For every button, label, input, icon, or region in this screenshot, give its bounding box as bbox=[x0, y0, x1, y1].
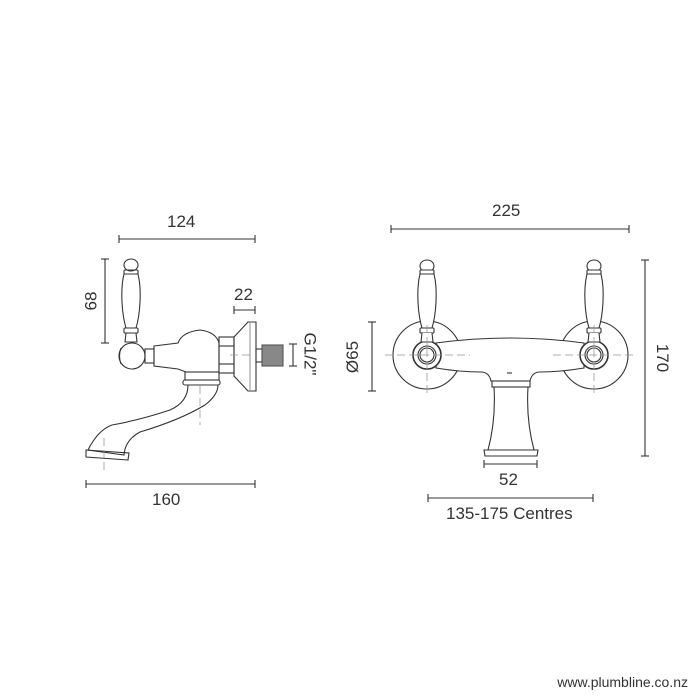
side-view-drawing bbox=[85, 235, 297, 488]
dim-line-centres bbox=[427, 494, 594, 502]
ball-joint bbox=[118, 342, 146, 370]
dim-line-124 bbox=[118, 235, 256, 243]
dim-label-225: 225 bbox=[492, 201, 521, 220]
spout bbox=[87, 384, 219, 456]
dim-label-124: 124 bbox=[167, 212, 196, 231]
thread-connector bbox=[261, 344, 284, 367]
dim-line-65 bbox=[368, 321, 376, 392]
handle-lever bbox=[121, 273, 141, 329]
handle-knob bbox=[123, 258, 139, 272]
dim-label-170: 170 bbox=[653, 343, 673, 373]
website-footer: www.plumbline.co.nz bbox=[557, 674, 688, 690]
front-spout bbox=[487, 386, 535, 451]
dim-label-g12: G1/2" bbox=[300, 332, 320, 376]
wall-flange bbox=[233, 321, 257, 392]
front-view-drawing bbox=[368, 225, 649, 502]
dim-label-centres: 135-175 Centres bbox=[446, 504, 573, 523]
dim-label-160: 160 bbox=[152, 490, 181, 509]
bridge-body bbox=[435, 337, 585, 382]
dim-line-52 bbox=[483, 460, 538, 468]
dim-line-g12 bbox=[289, 343, 297, 367]
dim-line-225 bbox=[390, 225, 630, 233]
left-handle bbox=[417, 259, 437, 343]
dim-line-170 bbox=[641, 259, 649, 457]
dim-line-160 bbox=[85, 480, 256, 488]
dim-line-22 bbox=[233, 306, 256, 314]
dim-label-22: 22 bbox=[234, 285, 253, 304]
dim-line-68 bbox=[101, 258, 109, 344]
valve-body bbox=[153, 329, 220, 373]
dim-label-68: 68 bbox=[81, 291, 101, 311]
dim-label-52: 52 bbox=[499, 470, 518, 489]
dim-label-diameter-65: Ø65 bbox=[343, 340, 363, 374]
